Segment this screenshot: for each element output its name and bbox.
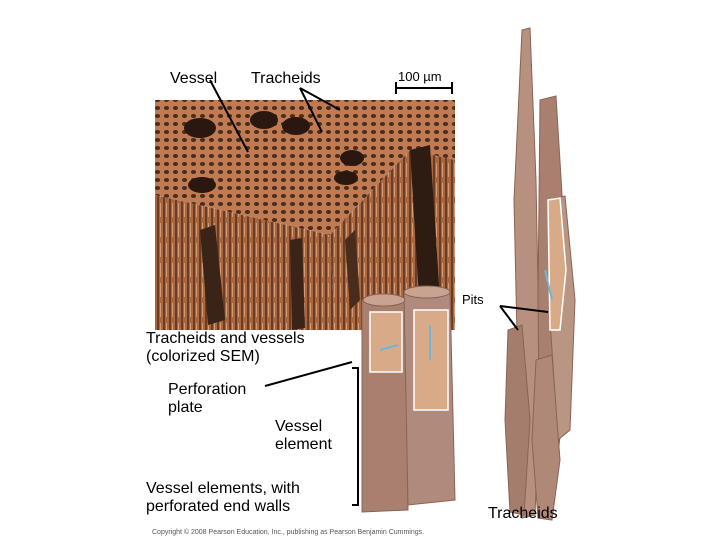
perforation-plate-label-line1: Perforation xyxy=(168,381,247,398)
tracheid-cells xyxy=(504,27,576,521)
perforation-plate-label-line2: plate xyxy=(168,399,203,416)
sem-caption-line1: Tracheids and vessels xyxy=(146,330,305,347)
scale-bar xyxy=(395,82,453,94)
copyright-notice: Copyright © 2008 Pearson Education, Inc.… xyxy=(152,529,425,536)
pits-label: Pits xyxy=(462,292,484,307)
vessel-element-label-line2: element xyxy=(275,436,332,453)
tracheids-label-bottom: Tracheids xyxy=(488,505,558,522)
sem-caption-line2: (colorized SEM) xyxy=(146,348,260,365)
vessel-elements-caption-line2: perforated end walls xyxy=(146,498,291,515)
vessel-element-label-line1: Vessel xyxy=(275,418,323,435)
vessel-label-top: Vessel xyxy=(170,70,218,87)
scale-bar-label: 100 µm xyxy=(398,69,442,84)
vessel-elements-caption-line1: Vessel elements, with xyxy=(146,480,300,497)
tracheids-label-top: Tracheids xyxy=(251,70,321,87)
vessel-element-cells xyxy=(361,269,553,513)
